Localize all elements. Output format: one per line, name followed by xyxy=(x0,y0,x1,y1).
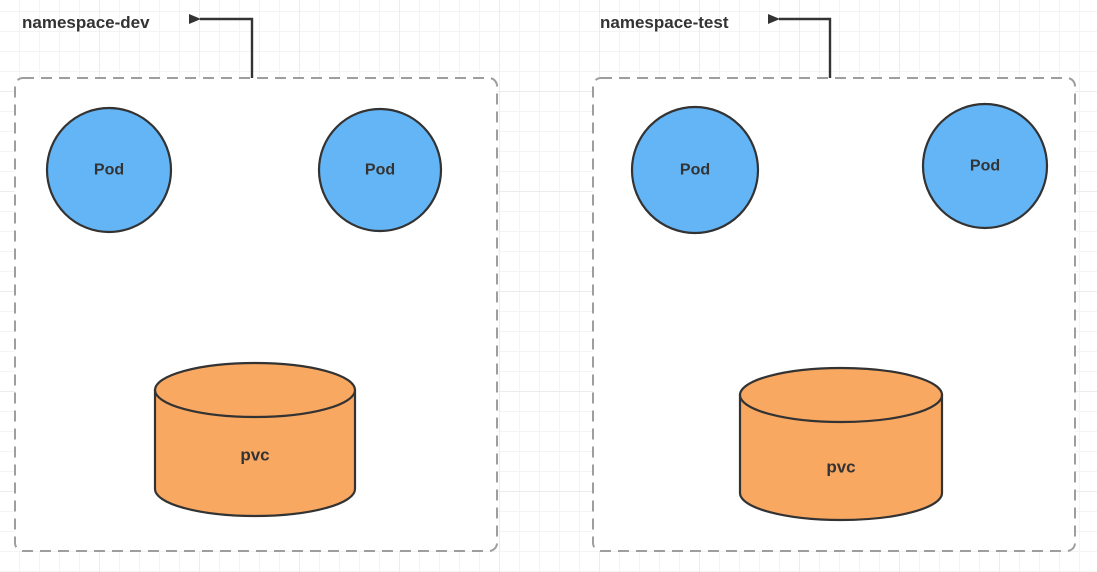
pod-node-test-1[interactable]: Pod xyxy=(630,105,760,235)
pod-circle xyxy=(630,105,760,235)
pvc-cylinder-top xyxy=(738,366,944,424)
pvc-cylinder-body xyxy=(153,388,357,518)
pod-label: Pod xyxy=(970,158,1000,175)
pvc-node-dev[interactable]: pvc xyxy=(153,361,357,518)
namespace-callout-arrow-test xyxy=(768,14,832,78)
pod-node-dev-2[interactable]: Pod xyxy=(317,107,443,233)
pod-node-dev-1[interactable]: Pod xyxy=(45,106,173,234)
pvc-node-test[interactable]: pvc xyxy=(738,366,944,522)
namespace-callout-arrow-dev xyxy=(189,14,254,78)
pod-circle xyxy=(45,106,173,234)
namespace-label-test: namespace-test xyxy=(600,13,729,32)
pod-label: Pod xyxy=(365,162,395,179)
pvc-label: pvc xyxy=(240,446,269,465)
pod-circle xyxy=(921,102,1049,230)
pvc-label: pvc xyxy=(826,458,855,477)
pod-circle xyxy=(317,107,443,233)
namespace-group-test: Pod Pod pvc xyxy=(592,14,1076,552)
namespace-label-dev: namespace-dev xyxy=(22,13,150,32)
pod-label: Pod xyxy=(680,162,710,179)
pod-node-test-2[interactable]: Pod xyxy=(921,102,1049,230)
pod-label: Pod xyxy=(94,162,124,179)
namespace-group-dev: Pod Pod pvc xyxy=(14,14,498,552)
pvc-cylinder-top xyxy=(153,361,357,419)
pvc-cylinder-body xyxy=(738,393,944,522)
